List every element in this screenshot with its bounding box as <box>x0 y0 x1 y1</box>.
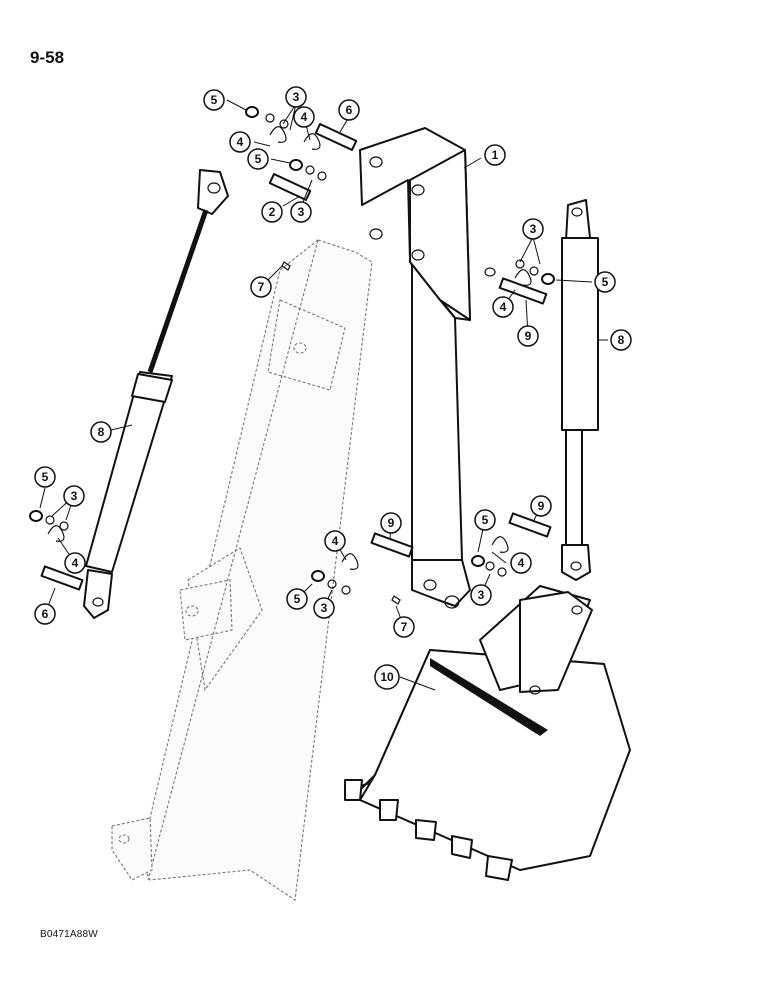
svg-text:7: 7 <box>258 280 265 294</box>
callout-10: 10 <box>374 664 400 690</box>
boom-ghost-outline <box>111 239 373 901</box>
callout-3: 3 <box>285 86 307 108</box>
callout-2: 2 <box>261 201 283 223</box>
callout-4: 4 <box>293 106 315 128</box>
svg-text:1: 1 <box>492 148 499 162</box>
callout-5: 5 <box>286 588 308 610</box>
dipper-stick <box>359 127 496 609</box>
svg-text:5: 5 <box>211 93 218 107</box>
callout-3: 3 <box>63 485 85 507</box>
svg-text:9: 9 <box>388 516 395 530</box>
svg-text:8: 8 <box>618 333 625 347</box>
callout-5: 5 <box>474 509 496 531</box>
svg-text:4: 4 <box>72 556 79 570</box>
svg-text:4: 4 <box>332 534 339 548</box>
svg-text:6: 6 <box>42 607 49 621</box>
callout-5: 5 <box>247 148 269 170</box>
pins-and-hardware <box>29 106 555 605</box>
svg-text:5: 5 <box>482 513 489 527</box>
callout-3: 3 <box>470 584 492 606</box>
callout-6: 6 <box>338 99 360 121</box>
callout-4: 4 <box>229 131 251 153</box>
figure-code: B0471A88W <box>40 929 98 940</box>
svg-text:2: 2 <box>269 205 276 219</box>
callout-3: 3 <box>290 201 312 223</box>
left-bucket-cylinder <box>83 169 229 619</box>
svg-text:3: 3 <box>321 601 328 615</box>
callout-6: 6 <box>34 603 56 625</box>
svg-text:4: 4 <box>237 135 244 149</box>
callout-4: 4 <box>492 296 514 318</box>
svg-text:3: 3 <box>298 205 305 219</box>
callout-4: 4 <box>324 530 346 552</box>
callout-9: 9 <box>517 325 539 347</box>
right-bucket-cylinder <box>561 199 599 581</box>
callout-4: 4 <box>64 552 86 574</box>
svg-text:3: 3 <box>478 588 485 602</box>
svg-text:5: 5 <box>294 592 301 606</box>
callout-4: 4 <box>510 552 532 574</box>
callout-5: 5 <box>594 271 616 293</box>
callout-7: 7 <box>393 616 415 638</box>
callout-5: 5 <box>34 466 56 488</box>
callout-1: 1 <box>484 144 506 166</box>
page-number: 9-58 <box>30 48 65 67</box>
svg-text:9: 9 <box>525 329 532 343</box>
svg-text:6: 6 <box>346 103 353 117</box>
callout-5: 5 <box>203 89 225 111</box>
svg-text:8: 8 <box>98 425 105 439</box>
svg-text:4: 4 <box>518 556 525 570</box>
callout-3: 3 <box>522 218 544 240</box>
svg-text:5: 5 <box>255 152 262 166</box>
svg-text:5: 5 <box>42 470 49 484</box>
svg-text:3: 3 <box>293 90 300 104</box>
callout-9: 9 <box>530 495 552 517</box>
callout-9: 9 <box>380 512 402 534</box>
svg-text:9: 9 <box>538 499 545 513</box>
svg-text:3: 3 <box>71 489 78 503</box>
svg-text:7: 7 <box>401 620 408 634</box>
svg-text:10: 10 <box>380 670 394 684</box>
svg-text:3: 3 <box>530 222 537 236</box>
callout-8: 8 <box>610 329 632 351</box>
callout-7: 7 <box>250 276 272 298</box>
bucket <box>344 585 631 881</box>
callout-3: 3 <box>313 597 335 619</box>
svg-text:5: 5 <box>602 275 609 289</box>
svg-text:4: 4 <box>500 300 507 314</box>
svg-text:4: 4 <box>301 110 308 124</box>
callout-8: 8 <box>90 421 112 443</box>
